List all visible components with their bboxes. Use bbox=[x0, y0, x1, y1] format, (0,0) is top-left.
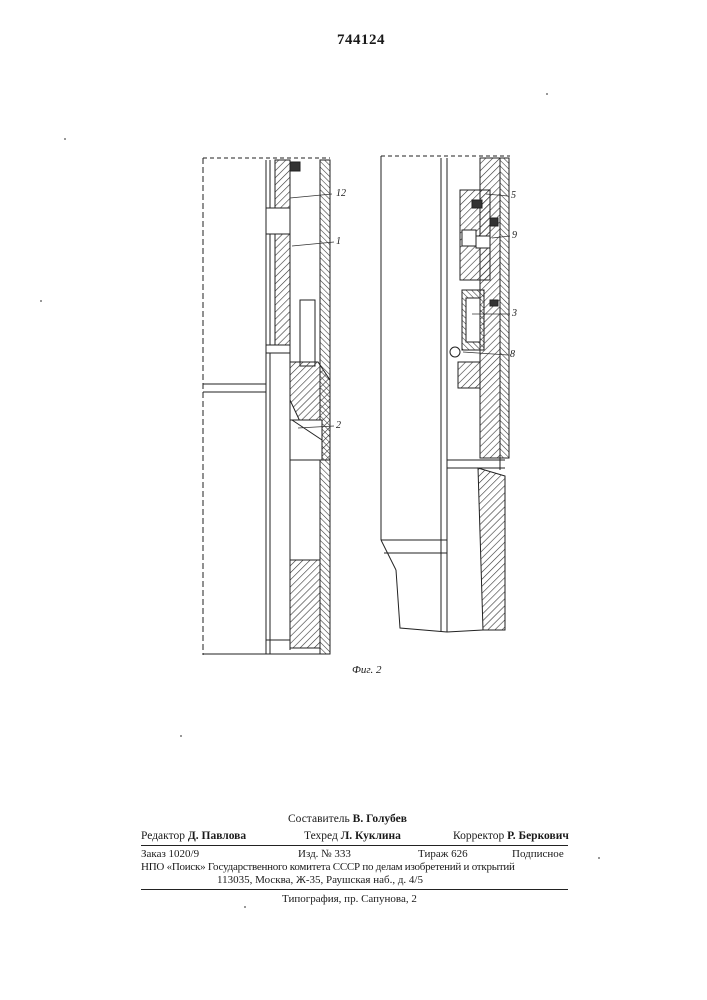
compiler-name: В. Голубев bbox=[353, 813, 407, 825]
divider-top bbox=[141, 845, 568, 846]
scan-speck bbox=[180, 735, 182, 737]
address-line: 113035, Москва, Ж-35, Раушская наб., д. … bbox=[217, 874, 423, 887]
subscription: Подписное bbox=[512, 848, 564, 861]
techred-line: Техред Л. Куклина bbox=[304, 829, 401, 843]
corrector-name: Р. Беркович bbox=[507, 830, 569, 842]
callout-8: 8 bbox=[510, 349, 515, 360]
compiler-line: Составитель В. Голубев bbox=[288, 812, 407, 826]
callout-5: 5 bbox=[511, 190, 516, 201]
techred-role: Техред bbox=[304, 830, 338, 842]
techred-name: Л. Куклина bbox=[341, 830, 401, 842]
printer-line: Типография, пр. Сапунова, 2 bbox=[282, 893, 417, 906]
callout-3: 3 bbox=[512, 308, 517, 319]
corrector-role: Корректор bbox=[453, 830, 504, 842]
divider-bottom bbox=[141, 889, 568, 890]
scan-speck bbox=[64, 138, 66, 140]
order-number: Заказ 1020/9 bbox=[141, 848, 199, 861]
callout-9: 9 bbox=[512, 230, 517, 241]
callout-2: 2 bbox=[336, 420, 341, 431]
editor-name: Д. Павлова bbox=[188, 830, 246, 842]
right-tool-view bbox=[381, 156, 510, 632]
editor-line: Редактор Д. Павлова bbox=[141, 829, 246, 843]
corrector-line: Корректор Р. Беркович bbox=[453, 829, 569, 843]
scan-speck bbox=[244, 906, 246, 908]
scan-speck bbox=[598, 857, 600, 859]
figure-caption: Фиг. 2 bbox=[352, 664, 382, 676]
callout-1: 1 bbox=[336, 236, 341, 247]
edition-number: Изд. № 333 bbox=[298, 848, 351, 861]
scan-speck bbox=[546, 93, 548, 95]
organization-line: НПО «Поиск» Государственного комитета СС… bbox=[141, 861, 573, 874]
circulation: Тираж 626 bbox=[418, 848, 468, 861]
compiler-role: Составитель bbox=[288, 813, 350, 825]
callout-12: 12 bbox=[336, 188, 346, 199]
left-tool-view bbox=[203, 158, 330, 655]
editor-role: Редактор bbox=[141, 830, 185, 842]
scan-speck bbox=[40, 300, 42, 302]
